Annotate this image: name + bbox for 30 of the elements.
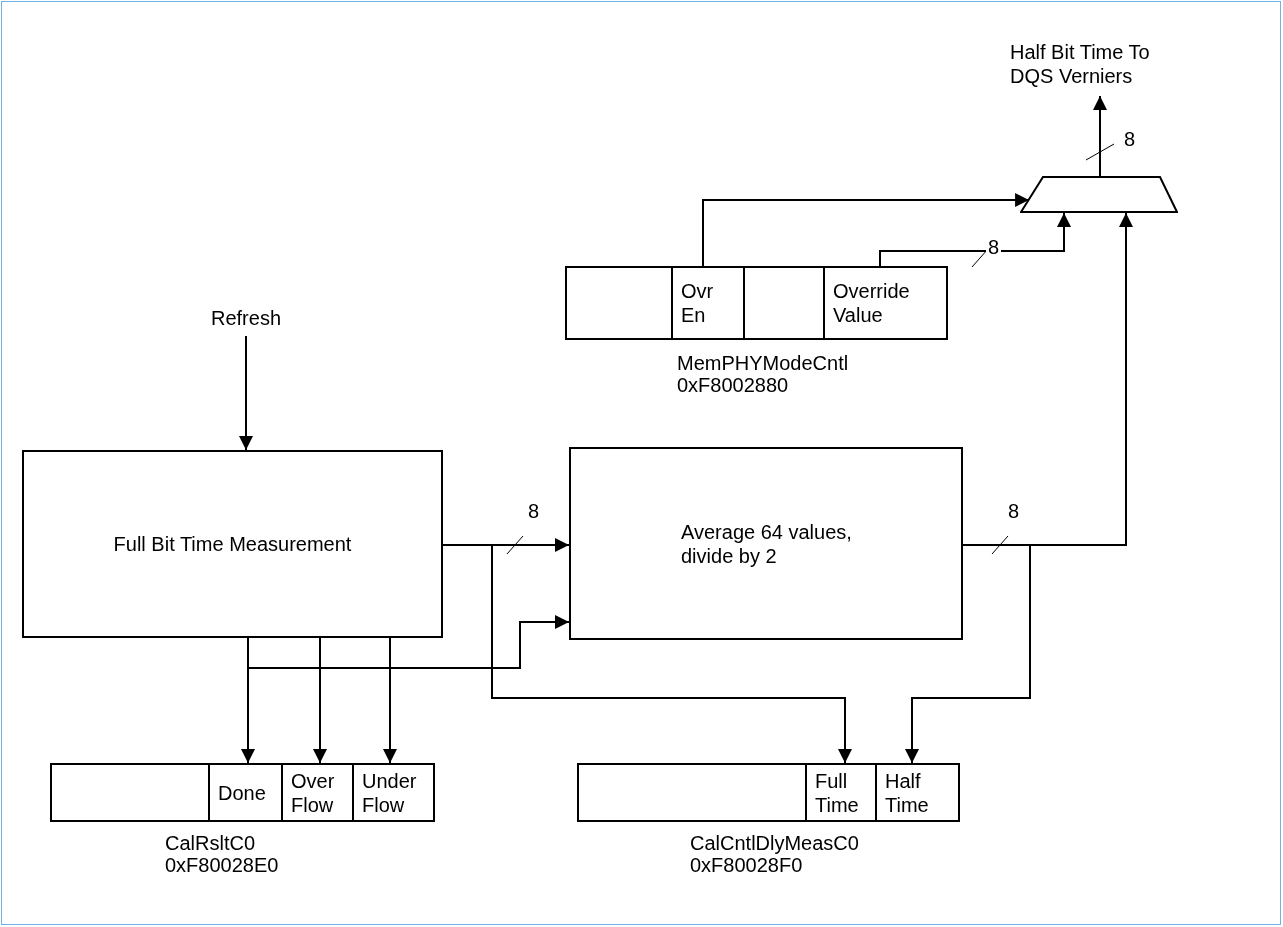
register-caption: MemPHYModeCntl xyxy=(677,352,849,374)
connector-arrow xyxy=(383,637,397,764)
register-caption: 0xF80028E0 xyxy=(165,854,279,876)
process-box xyxy=(569,447,963,640)
register-caption: 0xF80028F0 xyxy=(690,854,803,876)
label-text: Done xyxy=(218,780,266,805)
register-box xyxy=(577,763,960,822)
register-caption: CalRsltC0 xyxy=(165,832,256,854)
label-text: Refresh xyxy=(211,306,281,330)
label-text: Average 64 values, divide by 2 xyxy=(681,519,853,568)
process-box xyxy=(22,450,443,638)
label-text: Under Flow xyxy=(362,768,417,817)
connector-arrow xyxy=(313,637,327,764)
label-text: Half Time xyxy=(885,768,929,817)
label-text: Half Bit Time To DQS Verniers xyxy=(1010,40,1151,88)
label-text: Over Flow xyxy=(291,768,335,817)
multiplexer xyxy=(1020,176,1178,213)
connector-arrow xyxy=(879,212,1071,267)
connector-arrow xyxy=(905,544,1031,764)
label-text: Override Value xyxy=(833,279,910,327)
label-text: Full Bit Time Measurement xyxy=(113,532,352,556)
register-box xyxy=(50,763,435,822)
label-text: Full Time xyxy=(815,768,859,817)
connector-arrow xyxy=(239,335,253,451)
connector-arrow xyxy=(1093,95,1107,177)
register-caption: 0xF8002880 xyxy=(677,374,789,396)
label-text: Ovr En xyxy=(681,279,714,327)
register-caption: CalCntlDlyMeasC0 xyxy=(690,832,859,854)
register-box xyxy=(565,266,948,340)
connector-arrow xyxy=(247,615,570,669)
